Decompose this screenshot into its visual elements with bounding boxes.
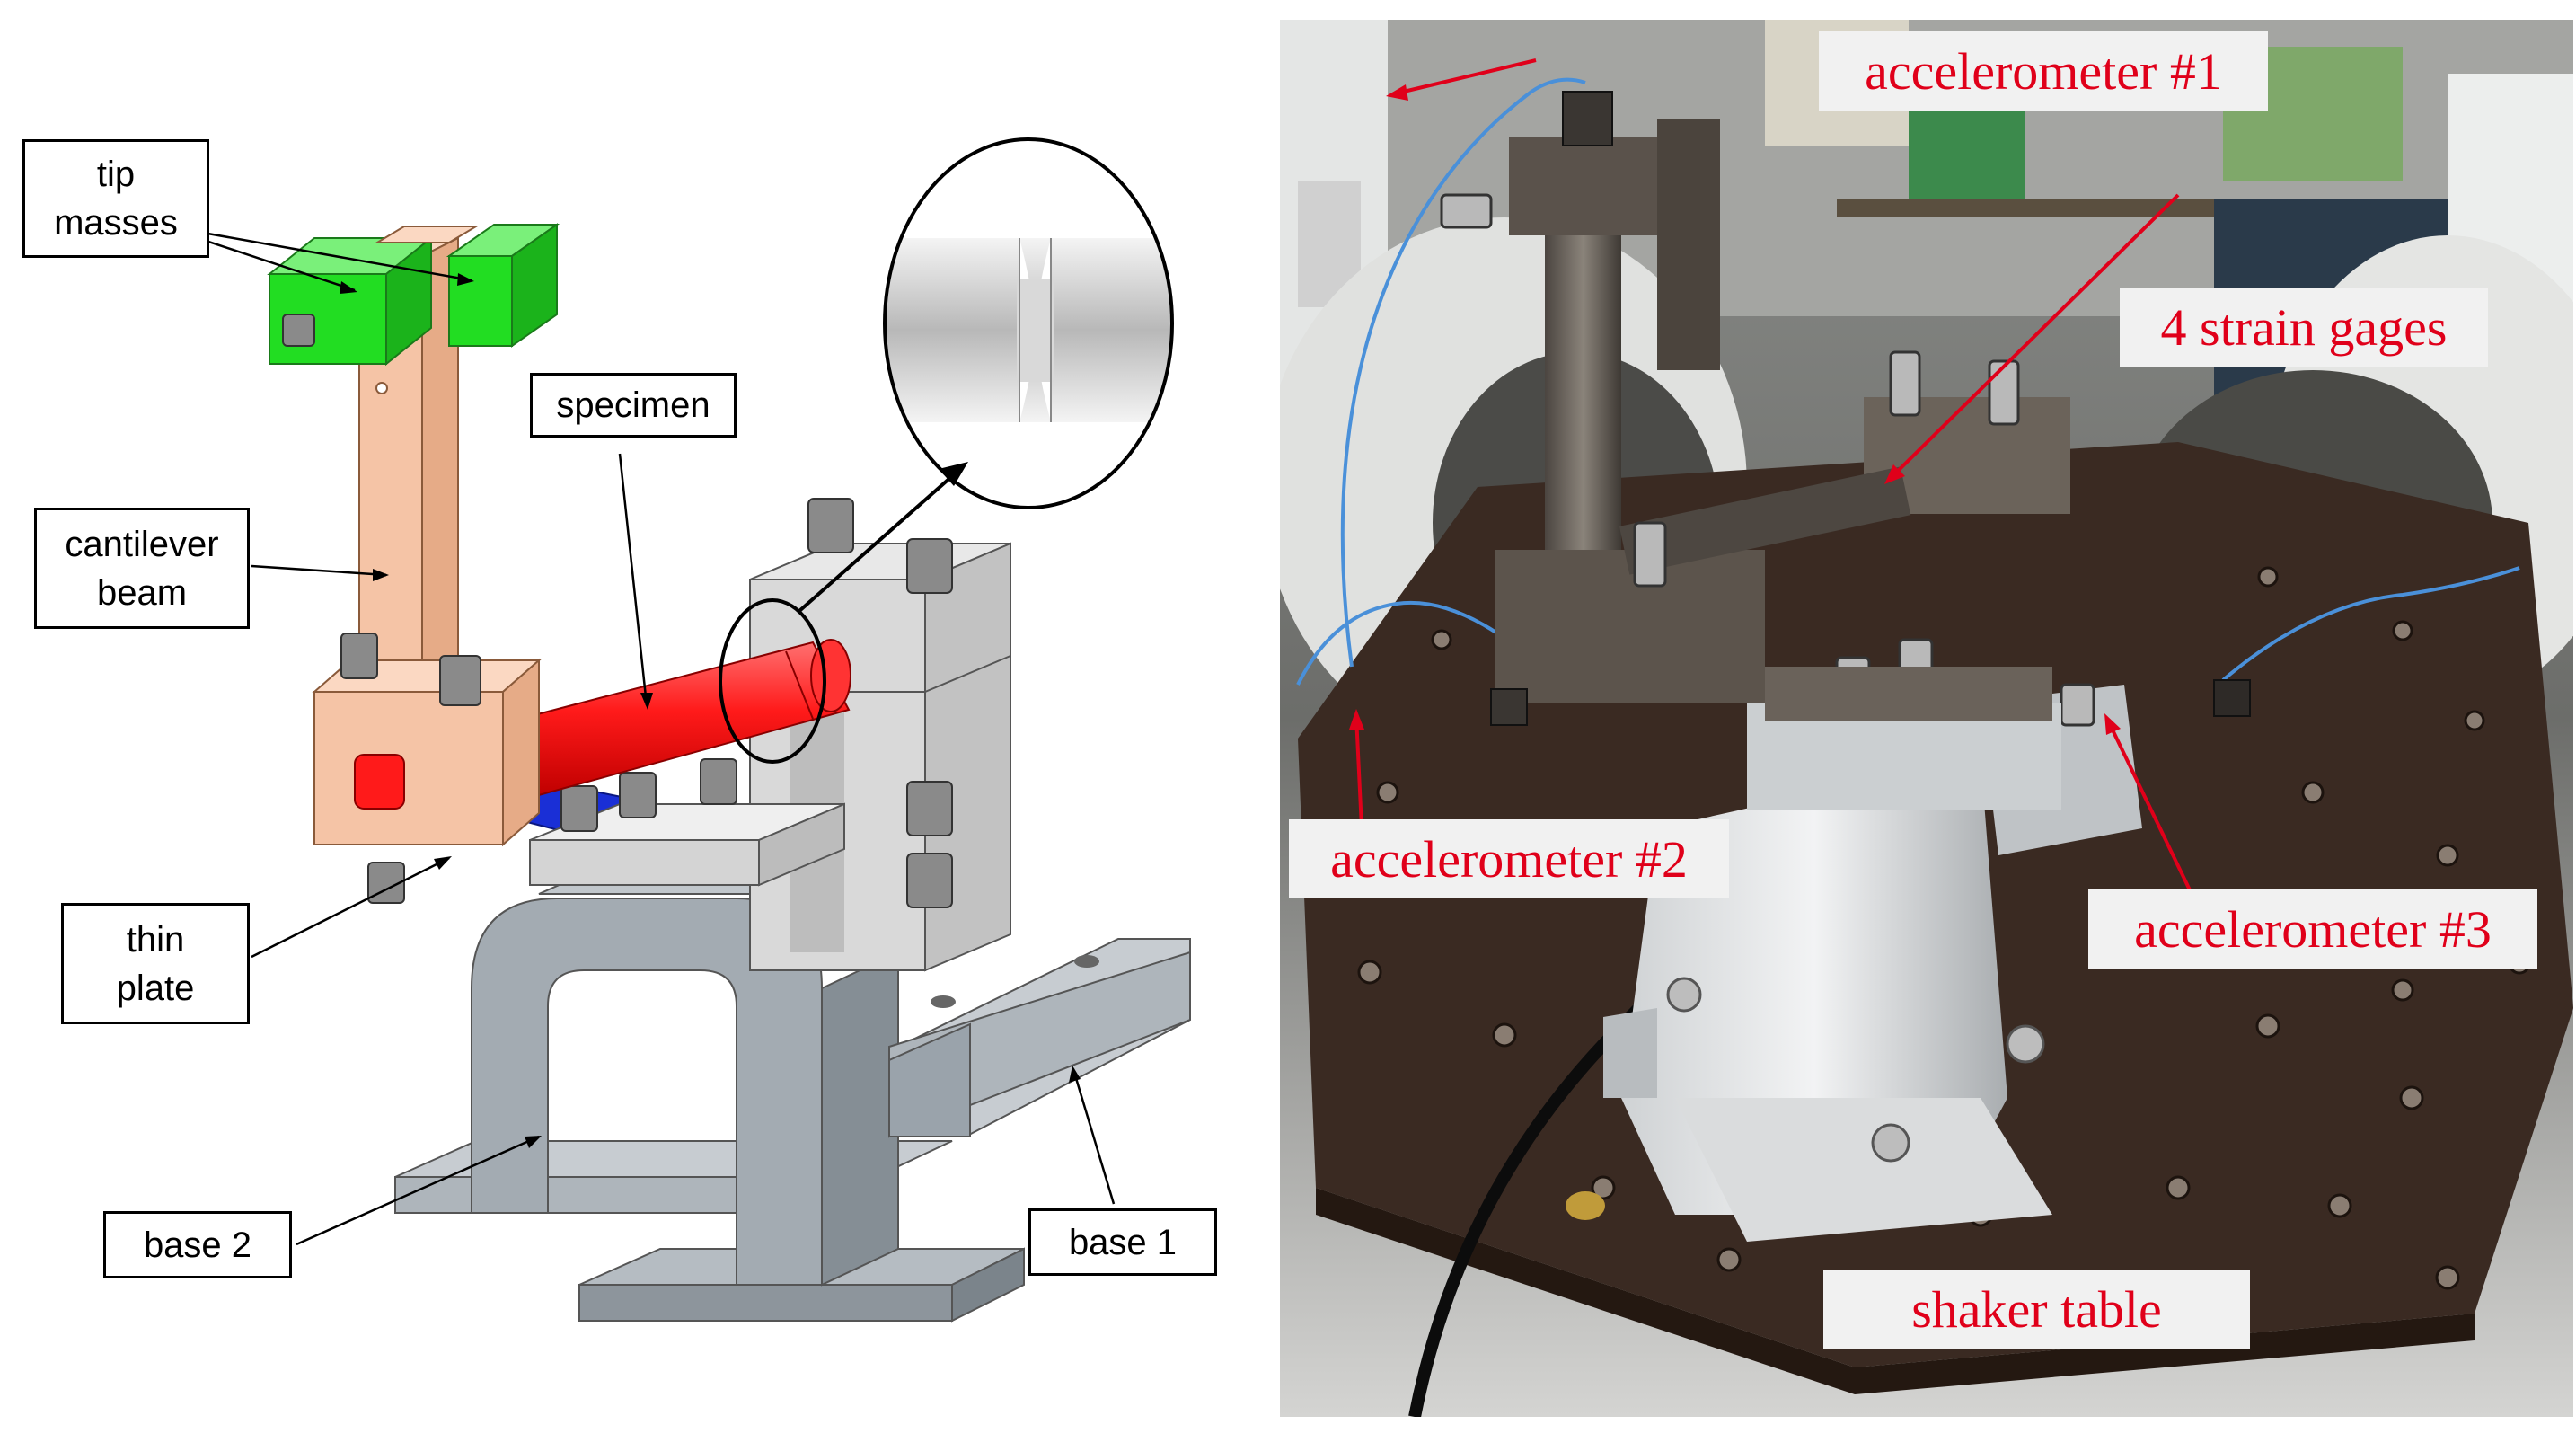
label-base-2: base 2 bbox=[103, 1211, 292, 1278]
base-1-part bbox=[888, 938, 1191, 1138]
label-accelerometer-1: accelerometer #1 bbox=[1819, 31, 2268, 111]
label-shaker-table: shaker table bbox=[1823, 1270, 2250, 1349]
accelerometer-cable-1 bbox=[1340, 77, 1586, 668]
label-tip-masses: tip masses bbox=[22, 139, 209, 258]
accelerometer-1-sensor bbox=[1562, 91, 1613, 146]
accelerometer-cable-3 bbox=[2221, 566, 2520, 682]
specimen-steel bbox=[1619, 466, 1911, 575]
test-rig-photo bbox=[1280, 20, 2573, 1417]
cad-arrowheads bbox=[340, 273, 1081, 1148]
tip-masses-part bbox=[267, 223, 560, 367]
zoom-inset bbox=[719, 137, 1174, 764]
photo-arrowheads bbox=[1349, 84, 2121, 735]
label-specimen: specimen bbox=[530, 373, 737, 438]
label-base-1: base 1 bbox=[1028, 1208, 1217, 1276]
plate-clamp bbox=[529, 758, 845, 887]
cantilever-beam-steel bbox=[1545, 164, 1621, 613]
accelerometer-2-sensor bbox=[1490, 688, 1528, 726]
label-accelerometer-2: accelerometer #2 bbox=[1289, 819, 1729, 898]
accelerometer-3-sensor bbox=[2213, 679, 2251, 717]
label-thin-plate: thin plate bbox=[61, 903, 250, 1024]
cad-drawing bbox=[156, 137, 1191, 1323]
accelerometer-cable-2 bbox=[1296, 600, 1542, 686]
label-accelerometer-3: accelerometer #3 bbox=[2088, 889, 2537, 969]
label-strain-gages: 4 strain gages bbox=[2120, 288, 2488, 367]
label-cantilever-beam: cantilever beam bbox=[34, 508, 250, 629]
right-clamp bbox=[749, 498, 1011, 972]
cantilever-beam-part bbox=[312, 236, 542, 904]
